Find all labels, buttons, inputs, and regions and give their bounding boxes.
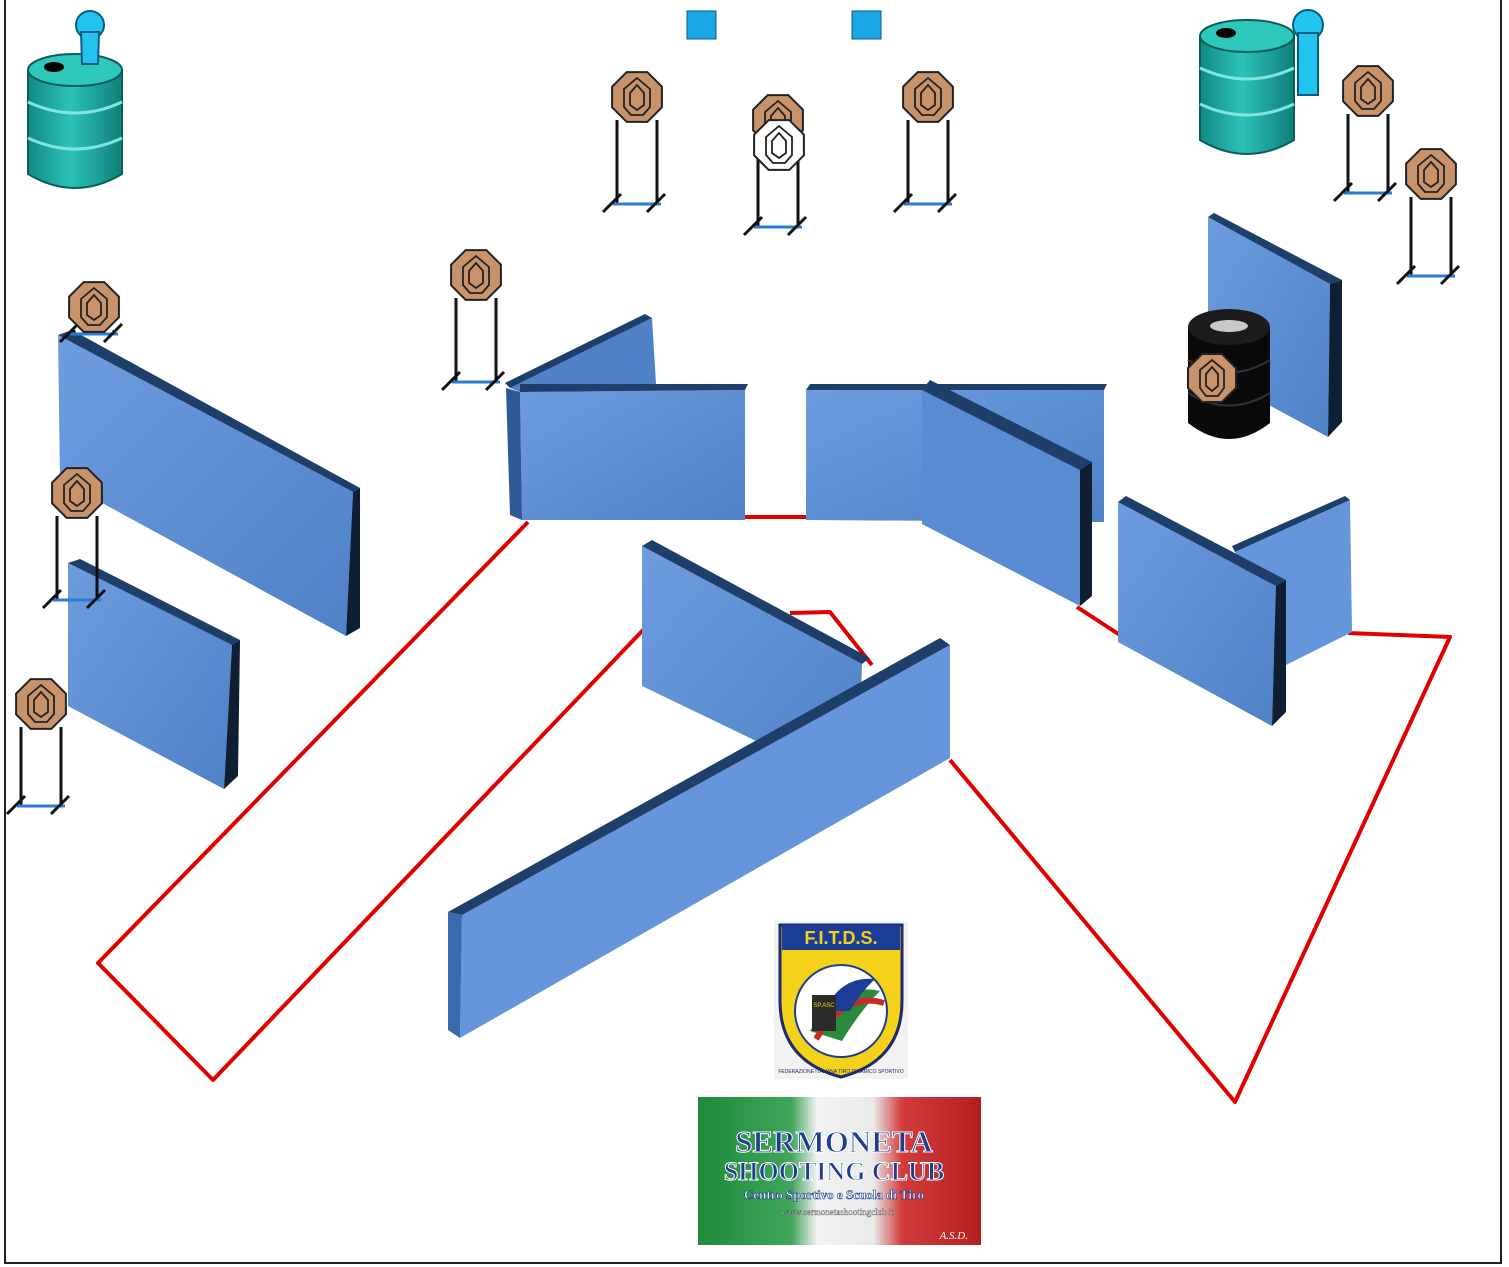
- ipsc-octagon-target-icon: [1332, 65, 1398, 203]
- ipsc-octagon-target-icon: [892, 71, 958, 214]
- start-markers: [686, 10, 882, 40]
- no-shoot-target-icon: [753, 119, 805, 171]
- fitds-logo: F.I.T.D.S. SP.ASC FEDERAZIONE ITALIANA T…: [774, 921, 908, 1079]
- fitds-center-text: SP.ASC: [813, 1003, 835, 1009]
- ipsc-octagon-target-icon: [58, 281, 124, 344]
- club-tagline: Centro Sportivo e Scuola di Tiro: [744, 1187, 924, 1202]
- ipsc-octagon-target-icon: [41, 467, 107, 610]
- fitds-ring-text: FEDERAZIONE ITALIANA TIRO DINAMICO SPORT…: [778, 1069, 903, 1075]
- wall-center-left-back: [505, 314, 656, 392]
- club-suffix: A.S.D.: [939, 1230, 968, 1242]
- fault-line-left: [96, 520, 647, 1082]
- fault-line-right: [948, 631, 1452, 1104]
- no-shoots: [753, 119, 805, 171]
- fitds-badge-text: F.I.T.D.S.: [804, 928, 877, 948]
- ipsc-octagon-target-icon: [5, 678, 71, 816]
- ipsc-octagon-target-icon: [440, 249, 506, 392]
- wall-right-v-front: [1118, 496, 1286, 726]
- wall-left-long: [58, 330, 360, 636]
- steel-popper-icon: [75, 10, 105, 65]
- sermoneta-club-logo: SERMONETA SHOOTING CLUB Centro Sportivo …: [698, 1097, 981, 1245]
- walls: [58, 213, 1352, 1038]
- ipsc-octagon-target-icon: [1395, 148, 1461, 286]
- fault-line-right-link: [1075, 605, 1122, 637]
- steel-popper-icon: [1292, 9, 1324, 96]
- ipsc-octagon-target-icon: [601, 71, 667, 214]
- square-marker-icon: [686, 10, 717, 40]
- wall-center-right-diagonal: [922, 380, 1092, 606]
- square-marker-icon: [851, 10, 882, 40]
- wall-center-left-front: [506, 384, 748, 520]
- fault-lines: [96, 515, 1452, 1104]
- ipsc-octagon-target-icon: [1187, 353, 1237, 403]
- club-name-line2: SHOOTING CLUB: [724, 1157, 944, 1186]
- club-name-line1: SERMONETA: [735, 1124, 933, 1159]
- fault-line-notch: [789, 610, 874, 667]
- wall-left-short: [68, 559, 240, 789]
- oil-barrel-icon: [1199, 19, 1295, 155]
- diagram-frame: [4, 0, 1502, 1264]
- wall-front-long: [448, 638, 950, 1038]
- club-url: www.sermonetashootingclub.it: [782, 1207, 894, 1217]
- oil-barrel-icon: [27, 53, 123, 189]
